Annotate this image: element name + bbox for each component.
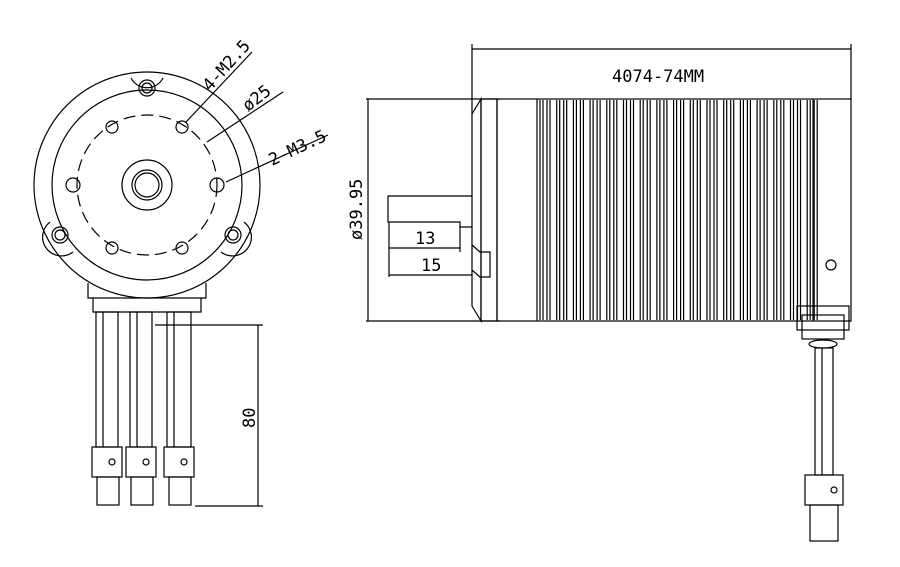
shaft	[387, 195, 472, 228]
leads	[91, 311, 195, 506]
side-lead	[814, 347, 834, 476]
front-plate	[480, 98, 498, 322]
shaft-notch	[471, 244, 491, 278]
shaft-dim-13: 13	[415, 229, 435, 249]
label-2-m3.5: 2-M3.5	[266, 126, 330, 170]
front-view: 4-M2.5 ø25 2-M3.5 80	[33, 36, 330, 507]
cooling-fins	[539, 100, 818, 320]
lead-base	[87, 283, 207, 299]
leaders	[185, 51, 329, 183]
side-view: 4074-74MM ø39.95 13 15	[347, 44, 852, 542]
length-label: 4074-74MM	[612, 67, 704, 87]
lead-bracket	[796, 305, 850, 331]
label-4-m2.5: 4-M2.5	[199, 36, 255, 95]
motor-can	[496, 98, 852, 322]
outer-flange	[33, 71, 261, 299]
shaft-inner	[134, 172, 160, 198]
inner-face	[51, 89, 243, 281]
mount-holes	[65, 120, 225, 255]
hub	[121, 159, 173, 211]
mount-lobes	[42, 77, 252, 257]
shaft-dim-15: 15	[421, 256, 441, 276]
diameter-label: ø39.95	[347, 179, 367, 240]
lead-length-label: 80	[240, 408, 260, 428]
label-pcd: ø25	[239, 81, 276, 116]
front-chamfer	[471, 96, 482, 324]
shaft	[131, 169, 163, 201]
pcd-circle	[76, 114, 218, 256]
can-hole	[825, 259, 837, 271]
